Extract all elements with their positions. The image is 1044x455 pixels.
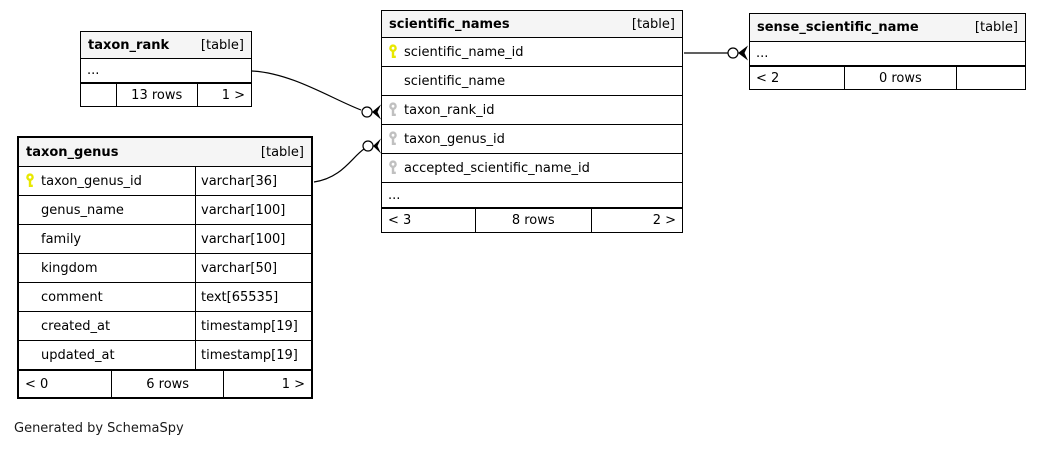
table-row: kingdom varchar[50] xyxy=(19,254,311,283)
column-type: timestamp[19] xyxy=(195,341,311,369)
table-row: taxon_genus_id varchar[36] xyxy=(19,167,311,196)
table-badge: [table] xyxy=(631,16,675,32)
table-row: genus_name varchar[100] xyxy=(19,196,311,225)
table-badge: [table] xyxy=(974,20,1018,35)
relationship-sense-scientific-name xyxy=(684,45,748,61)
footer-children-count: < 2 xyxy=(756,70,780,86)
generated-by-label: Generated by SchemaSpy xyxy=(14,421,184,436)
footer-parents-count: 1 > xyxy=(223,371,311,397)
table-row: comment text[65535] xyxy=(19,283,311,312)
table-taxon-genus[interactable]: taxon_genus [table] taxon_genus_id varch… xyxy=(17,136,313,399)
table-row: ... xyxy=(81,59,251,83)
column-name: ... xyxy=(756,46,769,61)
column-type: varchar[100] xyxy=(195,196,311,224)
column-type: varchar[36] xyxy=(195,167,311,195)
table-row: ... xyxy=(750,42,1025,66)
table-taxon-rank[interactable]: taxon_rank [table] ... 13 rows 1 > xyxy=(80,31,252,107)
column-name: accepted_scientific_name_id xyxy=(404,160,590,176)
relationship-taxon-genus xyxy=(313,138,381,183)
column-type: varchar[50] xyxy=(195,254,311,282)
footer-row-count: 8 rows xyxy=(475,209,591,232)
table-header: sense_scientific_name [table] xyxy=(750,14,1025,42)
zero-circle-marker xyxy=(362,140,374,152)
table-footer: < 3 8 rows 2 > xyxy=(382,208,682,232)
column-name: updated_at xyxy=(41,347,115,363)
table-badge: [table] xyxy=(260,144,304,160)
column-name: family xyxy=(41,231,82,247)
crow-foot-marker xyxy=(373,138,381,154)
column-name: ... xyxy=(87,63,100,78)
table-badge: [table] xyxy=(200,37,244,53)
table-row: family varchar[100] xyxy=(19,225,311,254)
column-name: created_at xyxy=(41,318,111,334)
primary-key-icon xyxy=(382,44,404,60)
footer-children-count: < 3 xyxy=(388,213,412,228)
column-type: text[65535] xyxy=(195,283,311,311)
column-name: scientific_name_id xyxy=(404,44,524,60)
column-name: genus_name xyxy=(41,202,124,218)
table-footer: < 2 0 rows xyxy=(750,66,1025,89)
table-footer: 13 rows 1 > xyxy=(81,83,251,106)
table-row: created_at timestamp[19] xyxy=(19,312,311,341)
table-title[interactable]: sense_scientific_name xyxy=(757,20,919,35)
table-row: taxon_rank_id xyxy=(382,96,682,125)
footer-parents-count: 1 > xyxy=(196,84,251,106)
footer-row-count: 6 rows xyxy=(110,371,223,397)
footer-parents-count: 2 > xyxy=(590,209,683,232)
footer-row-count: 0 rows xyxy=(843,67,957,89)
table-sense-scientific-name[interactable]: sense_scientific_name [table] ... < 2 0 … xyxy=(749,13,1026,90)
table-title[interactable]: taxon_rank xyxy=(88,37,170,53)
table-title[interactable]: scientific_names xyxy=(389,16,510,32)
column-type: varchar[100] xyxy=(195,225,311,253)
foreign-key-icon xyxy=(382,131,404,147)
crow-foot-marker xyxy=(372,104,381,120)
primary-key-icon xyxy=(19,173,41,189)
table-footer: < 0 6 rows 1 > xyxy=(19,370,311,397)
column-name: comment xyxy=(41,289,103,305)
zero-circle-marker xyxy=(361,106,373,118)
crow-foot-marker xyxy=(738,45,748,61)
foreign-key-icon xyxy=(382,160,404,176)
footer-parents-count xyxy=(956,67,1025,89)
table-header: scientific_names [table] xyxy=(382,11,682,38)
table-row: updated_at timestamp[19] xyxy=(19,341,311,370)
column-name: kingdom xyxy=(41,260,98,276)
table-title[interactable]: taxon_genus xyxy=(26,144,119,160)
table-row: ... xyxy=(382,183,682,208)
table-row: accepted_scientific_name_id xyxy=(382,154,682,183)
footer-children-count: < 0 xyxy=(25,376,49,392)
zero-circle-marker xyxy=(727,47,739,59)
table-header: taxon_genus [table] xyxy=(19,138,311,167)
column-type: timestamp[19] xyxy=(195,312,311,340)
table-row: scientific_name_id xyxy=(382,38,682,67)
table-scientific-names[interactable]: scientific_names [table] scientific_name… xyxy=(381,10,683,233)
table-row: scientific_name xyxy=(382,67,682,96)
table-header: taxon_rank [table] xyxy=(81,32,251,59)
column-name: ... xyxy=(388,187,401,203)
relationship-taxon-rank xyxy=(251,70,381,120)
footer-row-count: 13 rows xyxy=(115,84,197,106)
column-name: taxon_rank_id xyxy=(404,102,495,118)
column-name: taxon_genus_id xyxy=(404,131,505,147)
column-name: taxon_genus_id xyxy=(41,173,142,189)
foreign-key-icon xyxy=(382,102,404,118)
column-name: scientific_name xyxy=(404,73,506,89)
table-row: taxon_genus_id xyxy=(382,125,682,154)
footer-children-count xyxy=(81,84,116,106)
